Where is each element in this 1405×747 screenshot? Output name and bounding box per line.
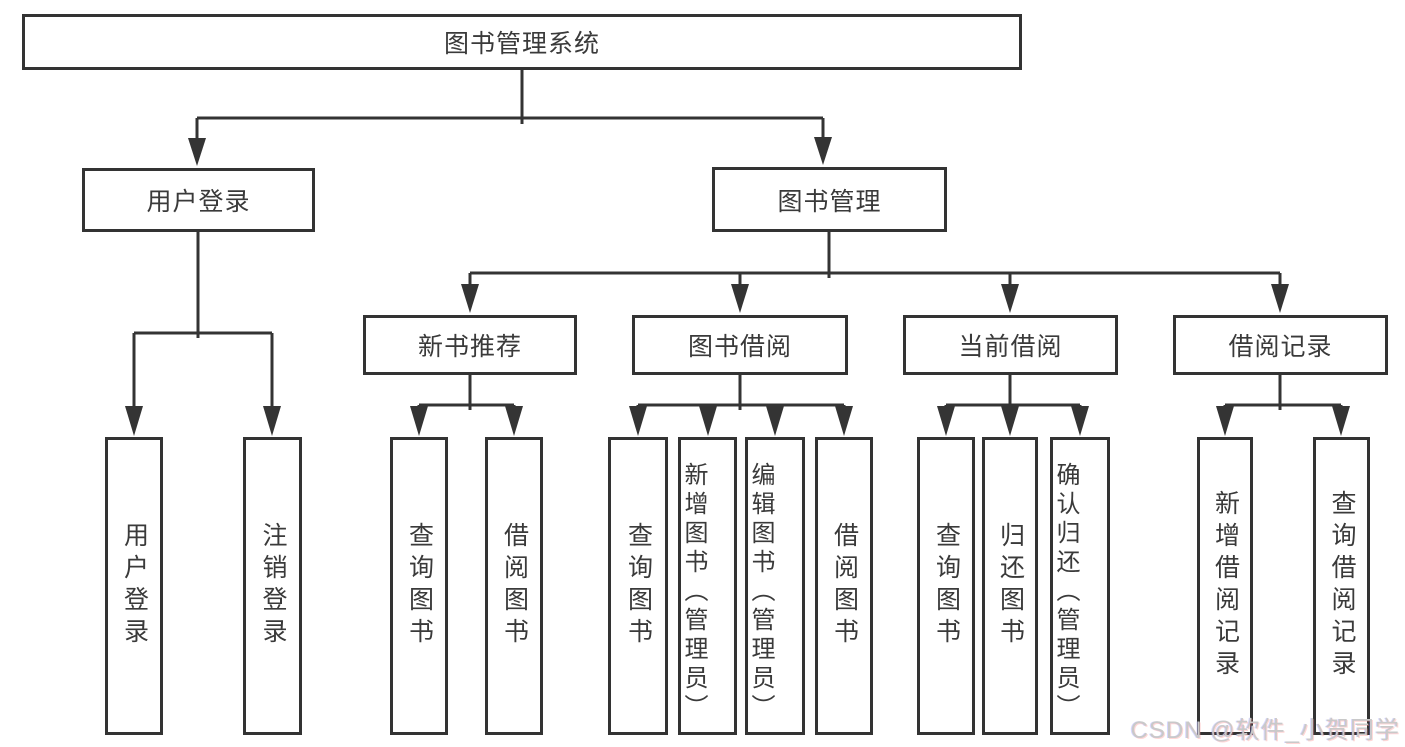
node-root-label: 图书管理系统 — [443, 30, 600, 58]
leaf-user-login-label: 用户登录 — [120, 522, 149, 650]
node-book-management-label: 图书管理 — [777, 187, 882, 216]
node-user-login: 用户登录 — [82, 168, 315, 232]
leaf-query-book-borrow-label: 查询图书 — [624, 522, 653, 650]
node-borrow-records-label: 借阅记录 — [1228, 333, 1333, 361]
leaf-query-book-current: 查询图书 — [917, 437, 975, 735]
watermark: CSDN @软件_小贺同学 — [1130, 717, 1400, 744]
leaf-borrow-book: 借阅图书 — [815, 437, 873, 735]
leaf-query-borrow-record: 查询借阅记录 — [1313, 437, 1370, 735]
node-book-borrow-label: 图书借阅 — [687, 333, 792, 361]
leaf-borrow-book-recommend: 借阅图书 — [485, 437, 543, 735]
node-book-borrow: 图书借阅 — [632, 315, 848, 375]
edge-lines — [132, 70, 1343, 414]
leaf-add-borrow-record: 新增借阅记录 — [1197, 437, 1253, 735]
leaf-logout: 注销登录 — [243, 437, 302, 735]
leaf-logout-label: 注销登录 — [259, 522, 287, 650]
leaf-confirm-return-admin-label: 确认归还（管理员） — [1052, 461, 1079, 723]
node-current-borrow: 当前借阅 — [903, 315, 1118, 375]
leaf-add-book-admin-label: 新增图书（管理员） — [680, 461, 707, 723]
node-book-management: 图书管理 — [712, 167, 947, 232]
leaf-query-book-current-label: 查询图书 — [932, 522, 961, 650]
leaf-borrow-book-label: 借阅图书 — [830, 522, 859, 650]
leaf-confirm-return-admin: 确认归还（管理员） — [1050, 437, 1110, 735]
leaf-query-book-recommend: 查询图书 — [390, 437, 448, 735]
leaf-return-book-label: 归还图书 — [996, 522, 1025, 650]
leaf-user-login: 用户登录 — [105, 437, 163, 735]
node-user-login-label: 用户登录 — [146, 188, 251, 216]
node-borrow-records: 借阅记录 — [1173, 315, 1388, 375]
node-current-borrow-label: 当前借阅 — [958, 333, 1063, 361]
node-new-book-recommend-label: 新书推荐 — [417, 333, 522, 361]
leaf-query-book-recommend-label: 查询图书 — [405, 522, 434, 650]
leaf-borrow-book-recommend-label: 借阅图书 — [500, 522, 529, 650]
leaf-query-borrow-record-label: 查询借阅记录 — [1328, 490, 1356, 682]
leaf-add-borrow-record-label: 新增借阅记录 — [1211, 490, 1240, 682]
leaf-return-book: 归还图书 — [982, 437, 1038, 735]
arrowheads — [125, 137, 1350, 436]
node-new-book-recommend: 新书推荐 — [363, 315, 577, 375]
node-root: 图书管理系统 — [22, 14, 1022, 70]
leaf-edit-book-admin-label: 编辑图书（管理员） — [747, 461, 774, 723]
leaf-query-book-borrow: 查询图书 — [608, 437, 668, 735]
leaf-add-book-admin: 新增图书（管理员） — [678, 437, 737, 735]
leaf-edit-book-admin: 编辑图书（管理员） — [745, 437, 805, 735]
